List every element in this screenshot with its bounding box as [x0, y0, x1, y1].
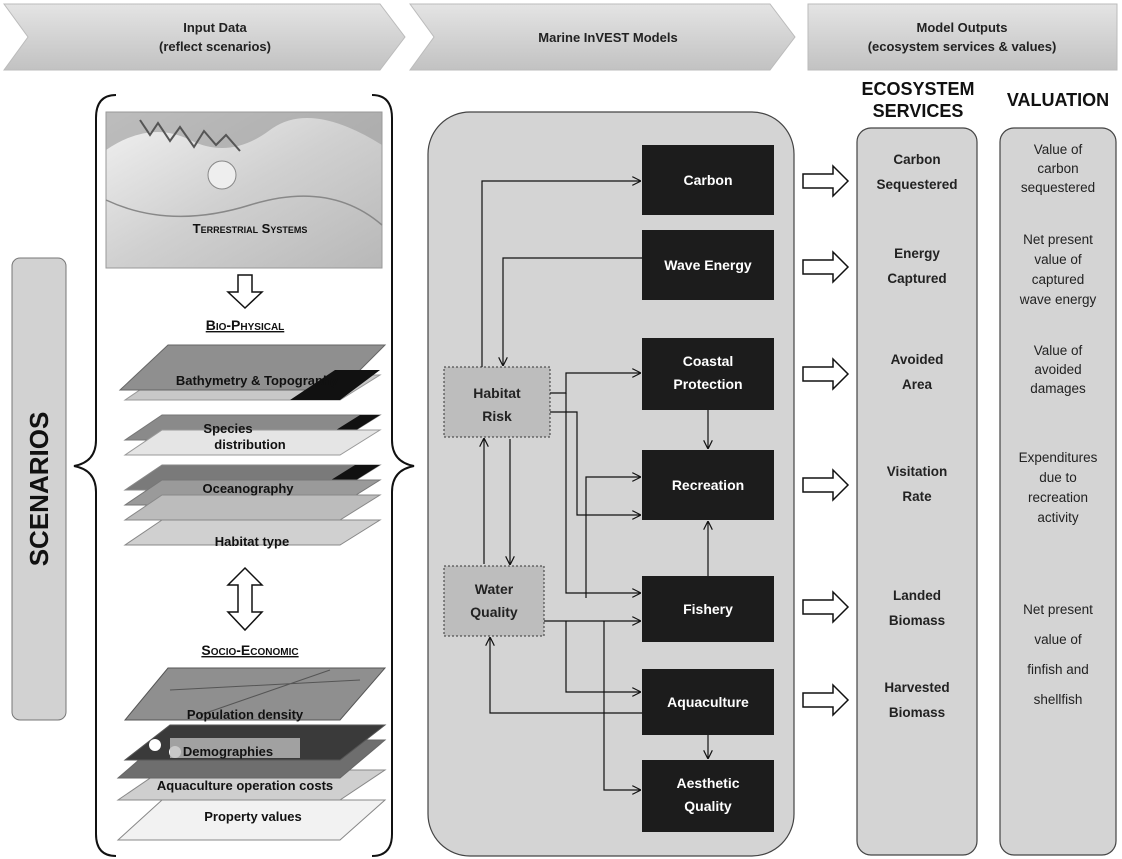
scenarios-label: SCENARIOS — [24, 412, 54, 567]
socioeconomic-heading: Socio-Economic — [201, 642, 298, 658]
svc-carbon-2: Sequestered — [876, 177, 957, 192]
val-damages-3: damages — [1030, 381, 1086, 396]
coastal-protection-box: Coastal Protection — [642, 338, 774, 410]
svc-carbon-1: Carbon — [893, 152, 940, 167]
bio-socio-double-arrow — [226, 566, 264, 632]
terrestrial-down-arrow — [226, 274, 264, 310]
recreation-box: Recreation — [642, 450, 774, 520]
layer-demographies: Demographies — [183, 744, 273, 759]
scenarios-panel: SCENARIOS — [11, 257, 67, 721]
wave-energy-label: Wave Energy — [664, 257, 752, 273]
val-damages-1: Value of — [1034, 343, 1083, 358]
val-fish-1: Net present — [1023, 602, 1093, 617]
right-brace — [371, 94, 415, 857]
val-carbon-3: sequestered — [1021, 180, 1095, 195]
recreation-label: Recreation — [672, 477, 744, 493]
aquaculture-box: Aquaculture — [642, 669, 774, 735]
layer-species: Species — [203, 421, 252, 436]
val-fish-2: value of — [1034, 632, 1082, 647]
svc-avoided-2: Area — [902, 377, 933, 392]
val-wave-1: Net present — [1023, 232, 1093, 247]
val-wave-2: value of — [1034, 252, 1082, 267]
val-carbon-2: carbon — [1037, 161, 1078, 176]
water-quality-box: Water Quality — [443, 565, 545, 637]
ecosystem-heading-1: ECOSYSTEM — [861, 79, 974, 99]
banner-models: Marine InVEST Models — [409, 3, 796, 71]
valuation-heading: VALUATION — [1007, 90, 1109, 110]
carbon-box: Carbon — [642, 145, 774, 215]
aesthetic-quality-box: Aesthetic Quality — [642, 760, 774, 832]
terrestrial-map: Terrestrial Systems — [105, 111, 383, 269]
val-wave-4: wave energy — [1019, 292, 1097, 307]
model-connectors — [482, 181, 708, 790]
fishery-label: Fishery — [683, 601, 733, 617]
layer-aquaculture-costs: Aquaculture operation costs — [157, 778, 333, 793]
val-recreation-4: activity — [1037, 510, 1079, 525]
left-brace — [73, 94, 117, 857]
habitat-risk-box: Habitat Risk — [443, 366, 551, 438]
svc-energy-2: Captured — [887, 271, 946, 286]
layer-property-values: Property values — [204, 809, 302, 824]
coastal-protection-label-1: Coastal — [683, 353, 734, 369]
svc-landed-2: Biomass — [889, 613, 945, 628]
banner-input-subtitle: (reflect scenarios) — [159, 39, 271, 54]
layer-habitat-type: Habitat type — [215, 534, 289, 549]
svc-landed-1: Landed — [893, 588, 941, 603]
banner-outputs-subtitle: (ecosystem services & values) — [868, 39, 1057, 54]
svc-energy-1: Energy — [894, 246, 940, 261]
ecosystem-heading-2: SERVICES — [873, 101, 964, 121]
biophysical-heading: Bio-Physical — [206, 317, 285, 333]
svc-avoided-1: Avoided — [891, 352, 944, 367]
valuation-panel — [999, 127, 1117, 856]
val-damages-2: avoided — [1034, 362, 1081, 377]
services-panel — [856, 127, 978, 856]
svc-visitation-2: Rate — [902, 489, 932, 504]
layer-population-density: Population density — [187, 707, 304, 722]
layer-distribution: distribution — [214, 437, 286, 452]
banner-outputs-title: Model Outputs — [917, 20, 1008, 35]
aquaculture-label: Aquaculture — [667, 694, 749, 710]
wave-energy-box: Wave Energy — [642, 230, 774, 300]
coastal-protection-label-2: Protection — [673, 376, 742, 392]
water-quality-label-2: Quality — [470, 604, 518, 620]
banner-input-data: Input Data (reflect scenarios) — [3, 3, 406, 71]
svc-harvested-2: Biomass — [889, 705, 945, 720]
habitat-risk-label-1: Habitat — [473, 385, 521, 401]
val-recreation-1: Expenditures — [1019, 450, 1098, 465]
fishery-box: Fishery — [642, 576, 774, 642]
val-wave-3: captured — [1032, 272, 1085, 287]
carbon-label: Carbon — [684, 172, 733, 188]
val-carbon-1: Value of — [1034, 142, 1083, 157]
aesthetic-quality-label-1: Aesthetic — [676, 775, 739, 791]
val-fish-4: shellfish — [1034, 692, 1083, 707]
biophysical-layer-stack — [118, 344, 387, 546]
water-quality-label-1: Water — [475, 581, 514, 597]
banner-input-title: Input Data — [183, 20, 247, 35]
val-recreation-2: due to — [1039, 470, 1077, 485]
terrestrial-label: Terrestrial Systems — [193, 221, 308, 236]
val-fish-3: finfish and — [1027, 662, 1089, 677]
banner-outputs: Model Outputs (ecosystem services & valu… — [807, 3, 1118, 71]
layer-bathymetry: Bathymetry & Topography — [176, 373, 339, 388]
banner-models-title: Marine InVEST Models — [538, 30, 677, 45]
svc-visitation-1: Visitation — [887, 464, 948, 479]
aesthetic-quality-label-2: Quality — [684, 798, 732, 814]
habitat-risk-label-2: Risk — [482, 408, 512, 424]
output-arrows — [802, 164, 850, 717]
svc-harvested-1: Harvested — [884, 680, 949, 695]
socioeconomic-layer-stack — [116, 667, 387, 841]
val-recreation-3: recreation — [1028, 490, 1088, 505]
layer-oceanography: Oceanography — [202, 481, 294, 496]
